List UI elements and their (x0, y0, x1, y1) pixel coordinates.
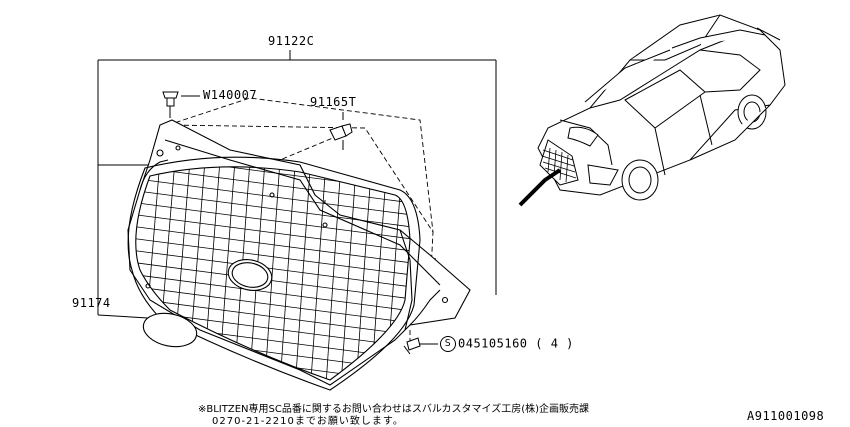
note-line-2: 0270-21-2210までお願い致します。 (212, 416, 404, 427)
grille-rim (127, 156, 421, 391)
note-line-1: ※BLITZEN専用SC品番に関するお問い合わせはスバルカスタマイズ工房(株)企… (198, 404, 590, 415)
clip-part (162, 91, 200, 118)
car-grille (541, 147, 577, 183)
screw-part (403, 337, 438, 355)
grille-frame (127, 119, 471, 386)
diagram-id: A911001098 (747, 409, 825, 423)
label-91122c: 91122C (268, 34, 315, 48)
grille-mesh (135, 166, 410, 380)
bracket-part (329, 112, 353, 150)
emblem-part (142, 312, 198, 348)
label-w140007: W140007 (203, 88, 258, 102)
label-91165t: 91165T (310, 95, 357, 109)
label-91174: 91174 (72, 296, 111, 310)
assembly-bracket-lines (97, 50, 497, 315)
screw-number: 045105160 (458, 336, 528, 351)
s-circle-symbol: S (440, 336, 456, 352)
car-illustration (537, 14, 786, 201)
screw-quantity: ( 4 ) (535, 336, 574, 351)
grille-emblem (227, 259, 273, 291)
pointer-arrow (518, 168, 562, 207)
emblem-leader (97, 314, 149, 319)
